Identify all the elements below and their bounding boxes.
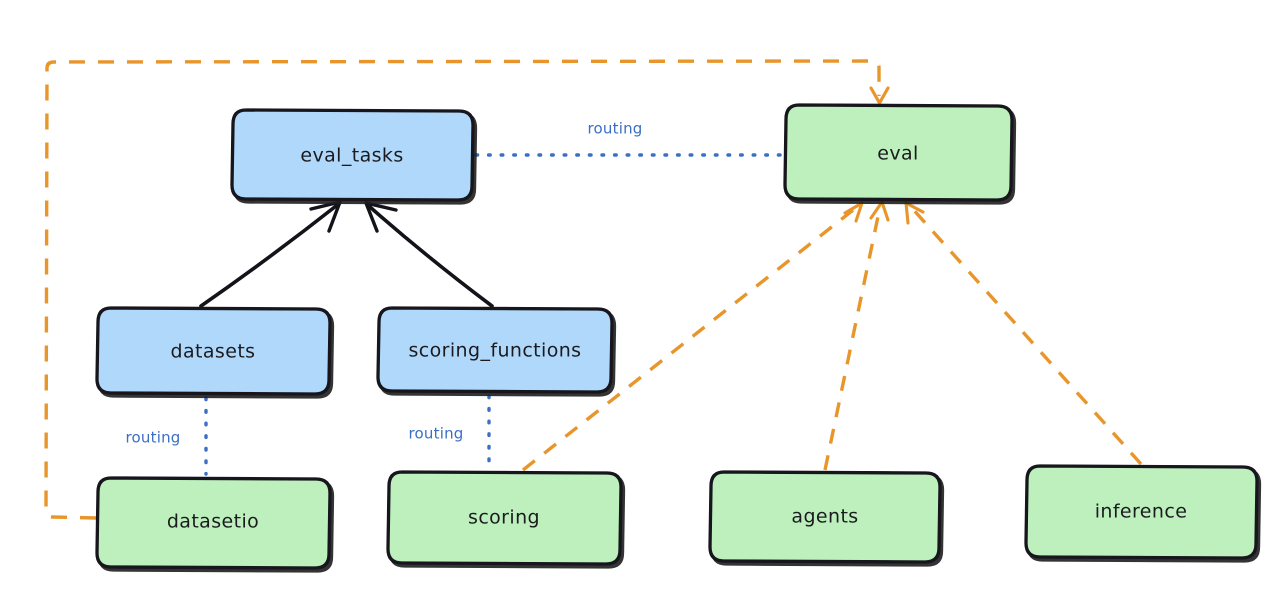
node-label-inference: inference <box>1095 501 1188 523</box>
edge-datasets-evaltasks <box>199 200 342 308</box>
edge-scoringfunctions-evaltasks <box>364 201 494 308</box>
node-label-scoring: scoring <box>468 507 540 529</box>
node-label-datasets: datasets <box>171 341 256 363</box>
node-eval-tasks[interactable]: eval_tasks <box>230 108 475 202</box>
node-label-eval: eval <box>877 143 918 165</box>
node-scoring-functions[interactable]: scoring_functions <box>376 306 614 394</box>
node-datasets[interactable]: datasets <box>95 306 332 396</box>
node-datasetio[interactable]: datasetio <box>95 476 332 570</box>
edge-inference-eval <box>904 201 1143 466</box>
node-label-agents: agents <box>791 506 858 528</box>
edge-label-routing-scoring: routing <box>409 425 464 443</box>
edge-label-routing-datasetio: routing <box>126 429 181 447</box>
node-label-datasetio: datasetio <box>167 511 259 533</box>
edge-datasetio-eval <box>44 59 890 520</box>
node-agents[interactable]: agents <box>708 470 942 564</box>
edge-scoring-eval <box>521 201 864 472</box>
node-inference[interactable]: inference <box>1024 464 1259 560</box>
node-eval[interactable]: eval <box>783 103 1014 202</box>
edge-agents-eval <box>823 200 890 471</box>
edge-label-routing-eval: routing <box>588 120 643 138</box>
node-scoring[interactable]: scoring <box>386 470 623 566</box>
node-label-scoring-functions: scoring_functions <box>409 340 582 362</box>
node-label-eval-tasks: eval_tasks <box>300 145 403 167</box>
